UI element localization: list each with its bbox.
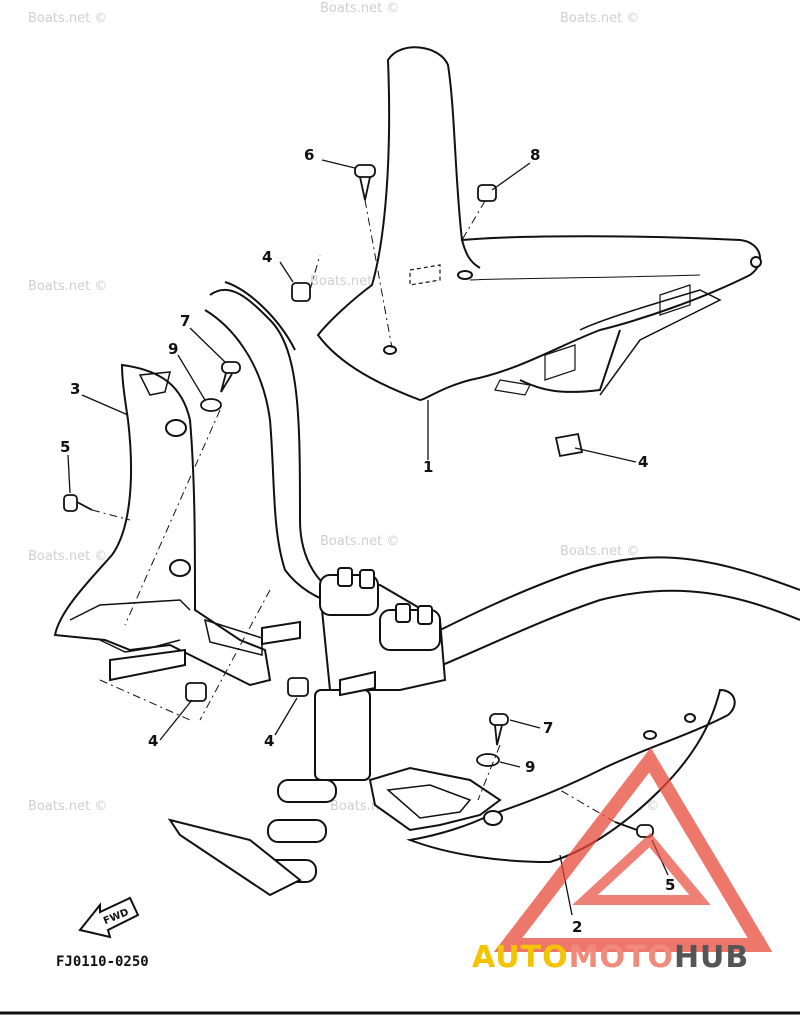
screw-7-left — [220, 361, 241, 393]
callout-1: 1 — [423, 458, 433, 476]
handlebar-cover-left — [53, 363, 272, 687]
handlebar — [204, 281, 800, 671]
assembly-lines — [91, 199, 616, 823]
fwd-arrow: FWD — [78, 896, 140, 939]
callout-6: 6 — [304, 146, 314, 164]
watermark: Boats.net © — [28, 279, 107, 294]
watermark: Boats.net © — [310, 274, 389, 289]
handlebar-cover-right — [368, 688, 736, 864]
callout-2: 2 — [572, 918, 582, 936]
watermark: Boats.net © — [28, 549, 107, 564]
washer-9-right — [476, 753, 500, 767]
watermark: Boats.net © — [560, 544, 639, 559]
logo-part-hub: HUB — [674, 940, 749, 975]
callout-4: 4 — [638, 453, 648, 471]
logo-text: AUTOMOTOHUB — [472, 940, 749, 975]
callout-4: 4 — [148, 732, 158, 750]
clamp-4-upper — [291, 282, 311, 302]
callout-5: 5 — [60, 438, 70, 456]
callout-4: 4 — [262, 248, 272, 266]
callout-7: 7 — [543, 719, 553, 737]
brand-logo: AUTOMOTOHUB — [472, 747, 773, 975]
fasteners — [63, 164, 654, 838]
diagram-code: FJ0110-0250 — [56, 954, 149, 970]
callout-8: 8 — [530, 146, 540, 164]
watermark: Boats.net © — [320, 1, 399, 16]
steering-column — [167, 567, 447, 897]
screw-5-left — [63, 494, 93, 512]
callout-4: 4 — [264, 732, 274, 750]
watermark: Boats.net © — [28, 799, 107, 814]
logo-part-moto: MOTO — [569, 940, 674, 975]
callout-7: 7 — [180, 312, 190, 330]
callouts: 6 8 4 4 1 7 9 3 5 4 4 7 9 5 2 — [60, 146, 675, 936]
watermark: Boats.net © — [560, 11, 639, 26]
clamp-4-center — [287, 677, 309, 697]
callout-3: 3 — [70, 380, 80, 398]
clamp-4-left — [185, 682, 207, 702]
grommet-8 — [477, 184, 497, 202]
watermark: Boats.net © — [28, 11, 107, 26]
watermark: Boats.net © — [320, 534, 399, 549]
clamp-4-right — [554, 432, 584, 458]
logo-part-auto: AUTO — [472, 940, 569, 975]
callout-9: 9 — [168, 340, 178, 358]
washer-9-left — [200, 398, 222, 412]
screw-6 — [354, 164, 376, 201]
logo-triangle-inner — [572, 832, 711, 905]
callout-9: 9 — [525, 758, 535, 776]
screw-5-right — [614, 821, 654, 838]
screw-7-right — [489, 713, 509, 746]
callout-5: 5 — [665, 876, 675, 894]
handlebar-cover-upper — [316, 46, 762, 402]
logo-triangle-outer — [493, 747, 773, 952]
